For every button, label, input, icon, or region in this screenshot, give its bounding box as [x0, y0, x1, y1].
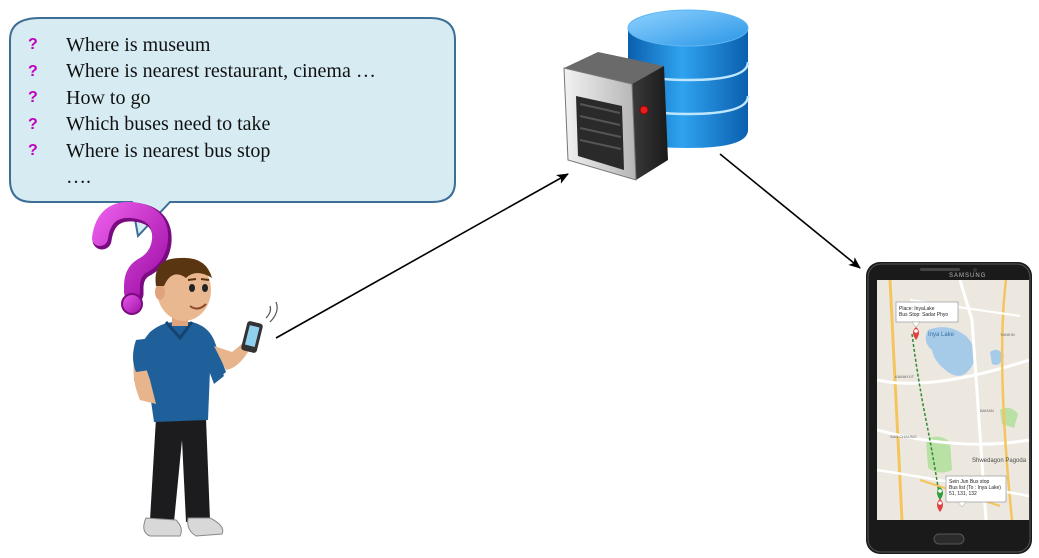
arrow-to-phone: [719, 153, 861, 269]
popup-top-text: Place: InyaLake Bus Stop: Sadar Phyo: [899, 306, 949, 318]
question-mark-icon: ?: [28, 89, 38, 107]
question-list: ?Where is museum ?Where is nearest resta…: [28, 32, 376, 191]
map-pin-icon[interactable]: [937, 499, 943, 512]
map-label-kamayut: KAMAYUT: [895, 374, 915, 379]
popup-bottom-text: Sein Jun Bus stop Bus list (To : Inya La…: [949, 479, 1001, 497]
question-item: ?Where is nearest restaurant, cinema …: [28, 60, 376, 83]
map-label-san-chaung: SAN CHAUNG: [890, 434, 917, 439]
server-icon: [563, 52, 668, 181]
question-mark-icon: ?: [28, 115, 38, 133]
question-item: ?How to go: [28, 86, 151, 109]
map-pin-icon[interactable]: [913, 327, 919, 340]
question-mark-icon: ?: [28, 36, 38, 54]
popup-bottom: [945, 475, 1007, 503]
question-mark-icon: [92, 201, 172, 315]
person-figure: [133, 257, 278, 537]
question-item: ?Which buses need to take: [28, 113, 271, 136]
phone-brand: SAMSUNG: [949, 273, 986, 279]
smartphone-icon: Inya Lake Shwedagon Pagoda KAMAYUT BAHAN…: [866, 262, 1032, 554]
map-label-inya-lake: Inya Lake: [928, 332, 955, 338]
question-item: ?Where is nearest bus stop: [28, 139, 271, 162]
map-pin-icon[interactable]: [937, 487, 943, 500]
popup-top: [895, 301, 959, 323]
question-mark-icon: ?: [28, 142, 38, 160]
question-mark-icon: ?: [28, 62, 38, 80]
arrow-to-server: [275, 173, 569, 339]
question-item: ….: [66, 166, 91, 189]
map-label-bahan: BAHAN: [980, 408, 994, 413]
question-item: ?Where is museum: [28, 33, 211, 56]
map-label-yankin: YANKIN: [1000, 332, 1015, 337]
map-label-shwedagon: Shwedagon Pagoda: [972, 458, 1027, 464]
